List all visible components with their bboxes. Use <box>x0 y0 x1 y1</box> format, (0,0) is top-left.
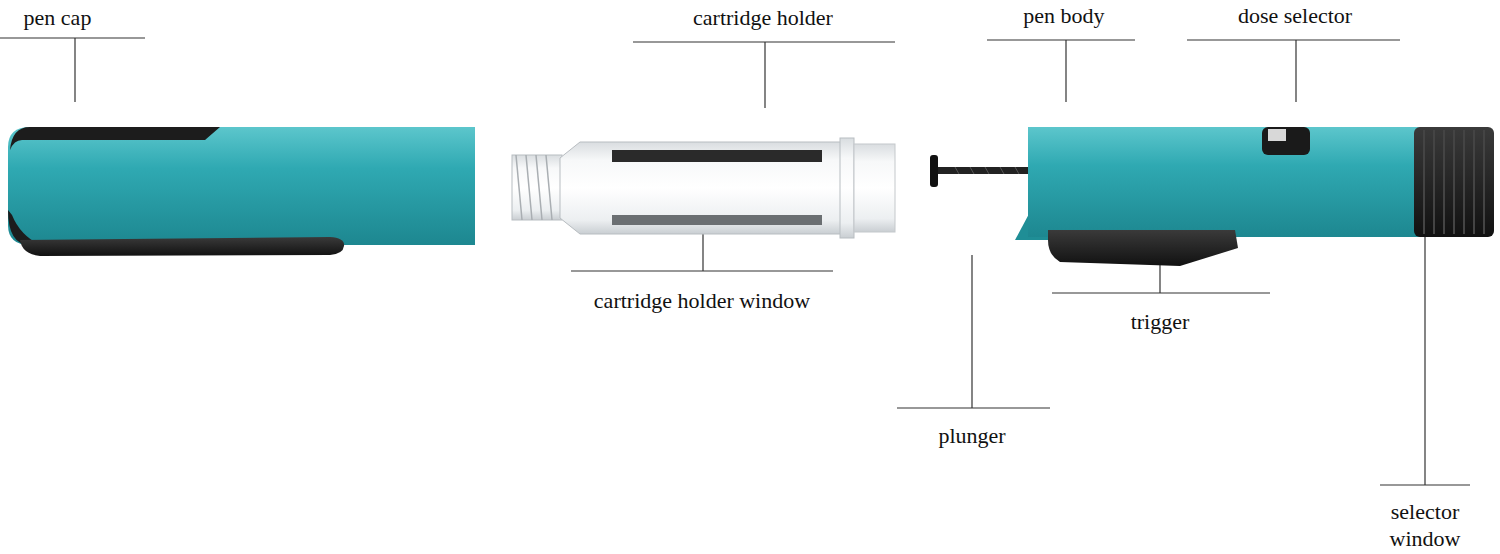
part-label: plunger <box>902 422 1042 449</box>
leader-lines <box>0 38 1470 485</box>
part-label: trigger <box>1090 308 1230 335</box>
cartridge-holder-shape <box>512 138 895 238</box>
part-label: cartridge holder window <box>552 287 852 314</box>
part-label: pen body <box>984 2 1144 29</box>
pen-body-shape <box>1015 127 1494 266</box>
part-label: pen cap <box>0 4 115 31</box>
part-label: cartridge holder <box>663 4 863 31</box>
part-label: selector window <box>1370 498 1480 552</box>
pen-cap-shape <box>8 127 475 256</box>
plunger-shape <box>930 155 1030 187</box>
part-label: dose selector <box>1195 2 1395 29</box>
